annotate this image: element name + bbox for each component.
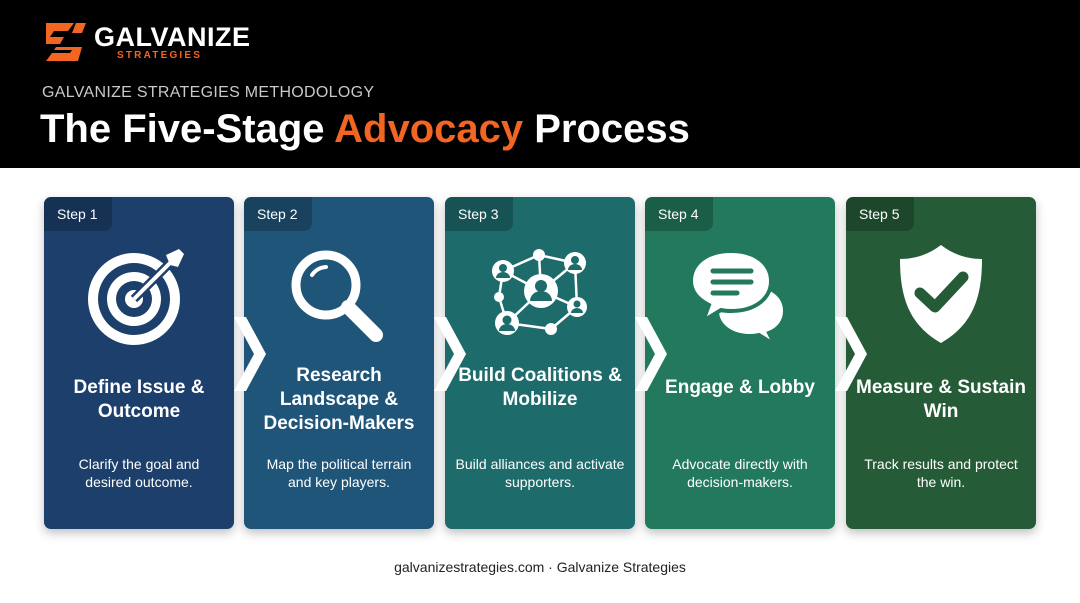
title-post: Process: [523, 107, 690, 151]
step-title: Engage & Lobby: [665, 377, 815, 398]
step-title: Measure & Sustain Win: [856, 377, 1026, 422]
magnifier-icon: [244, 241, 434, 351]
step-title: Build Coalitions & Mobilize: [458, 365, 622, 410]
chat-icon: [645, 241, 835, 351]
step-badge: Step 1: [44, 197, 112, 231]
step-card-3: Step 3: [445, 197, 635, 529]
header-banner: GALVANIZE STRATEGIES GALVANIZE STRATEGIE…: [0, 0, 1080, 168]
step-badge: Step 5: [846, 197, 914, 231]
step-badge: Step 4: [645, 197, 713, 231]
step-description: Track results and protect the win.: [864, 456, 1018, 490]
step-title: Research Landscape & Decision-Makers: [263, 365, 415, 434]
header-kicker: GALVANIZE STRATEGIES METHODOLOGY: [42, 84, 375, 101]
step-description: Advocate directly with decision-makers.: [672, 456, 808, 490]
footer-text: galvanizestrategies.com · Galvanize Stra…: [394, 559, 686, 575]
step-description: Build alliances and activate supporters.: [455, 456, 625, 490]
network-icon: [445, 241, 635, 351]
page-title: The Five-Stage Advocacy Process: [40, 103, 690, 155]
step-title: Define Issue & Outcome: [73, 377, 205, 422]
step-card-4: Step 4 Engage & Lobby Advocate directly …: [645, 197, 835, 529]
logo-subtitle: STRATEGIES: [117, 50, 203, 61]
step-badge: Step 2: [244, 197, 312, 231]
step-description: Map the political terrain and key player…: [266, 456, 412, 490]
title-accent: Advocacy: [334, 107, 524, 151]
step-badge: Step 3: [445, 197, 513, 231]
logo-wordmark: GALVANIZE: [94, 22, 251, 52]
logo-icon: [46, 23, 86, 61]
step-description: Clarify the goal and desired outcome.: [78, 456, 200, 490]
shield-check-icon: [846, 241, 1036, 351]
step-card-5: Step 5 Measure & Sustain Win Track resul…: [846, 197, 1036, 529]
chevron-right-icon: [234, 317, 266, 391]
chevron-right-icon: [434, 317, 466, 391]
step-card-2: Step 2 Research Landscape & Decision-Mak…: [244, 197, 434, 529]
target-icon: [44, 241, 234, 351]
chevron-right-icon: [835, 317, 867, 391]
chevron-right-icon: [635, 317, 667, 391]
title-pre: The Five-Stage: [40, 107, 335, 151]
step-card-1: Step 1 Define Issue & Outcome Clarify th…: [44, 197, 234, 529]
